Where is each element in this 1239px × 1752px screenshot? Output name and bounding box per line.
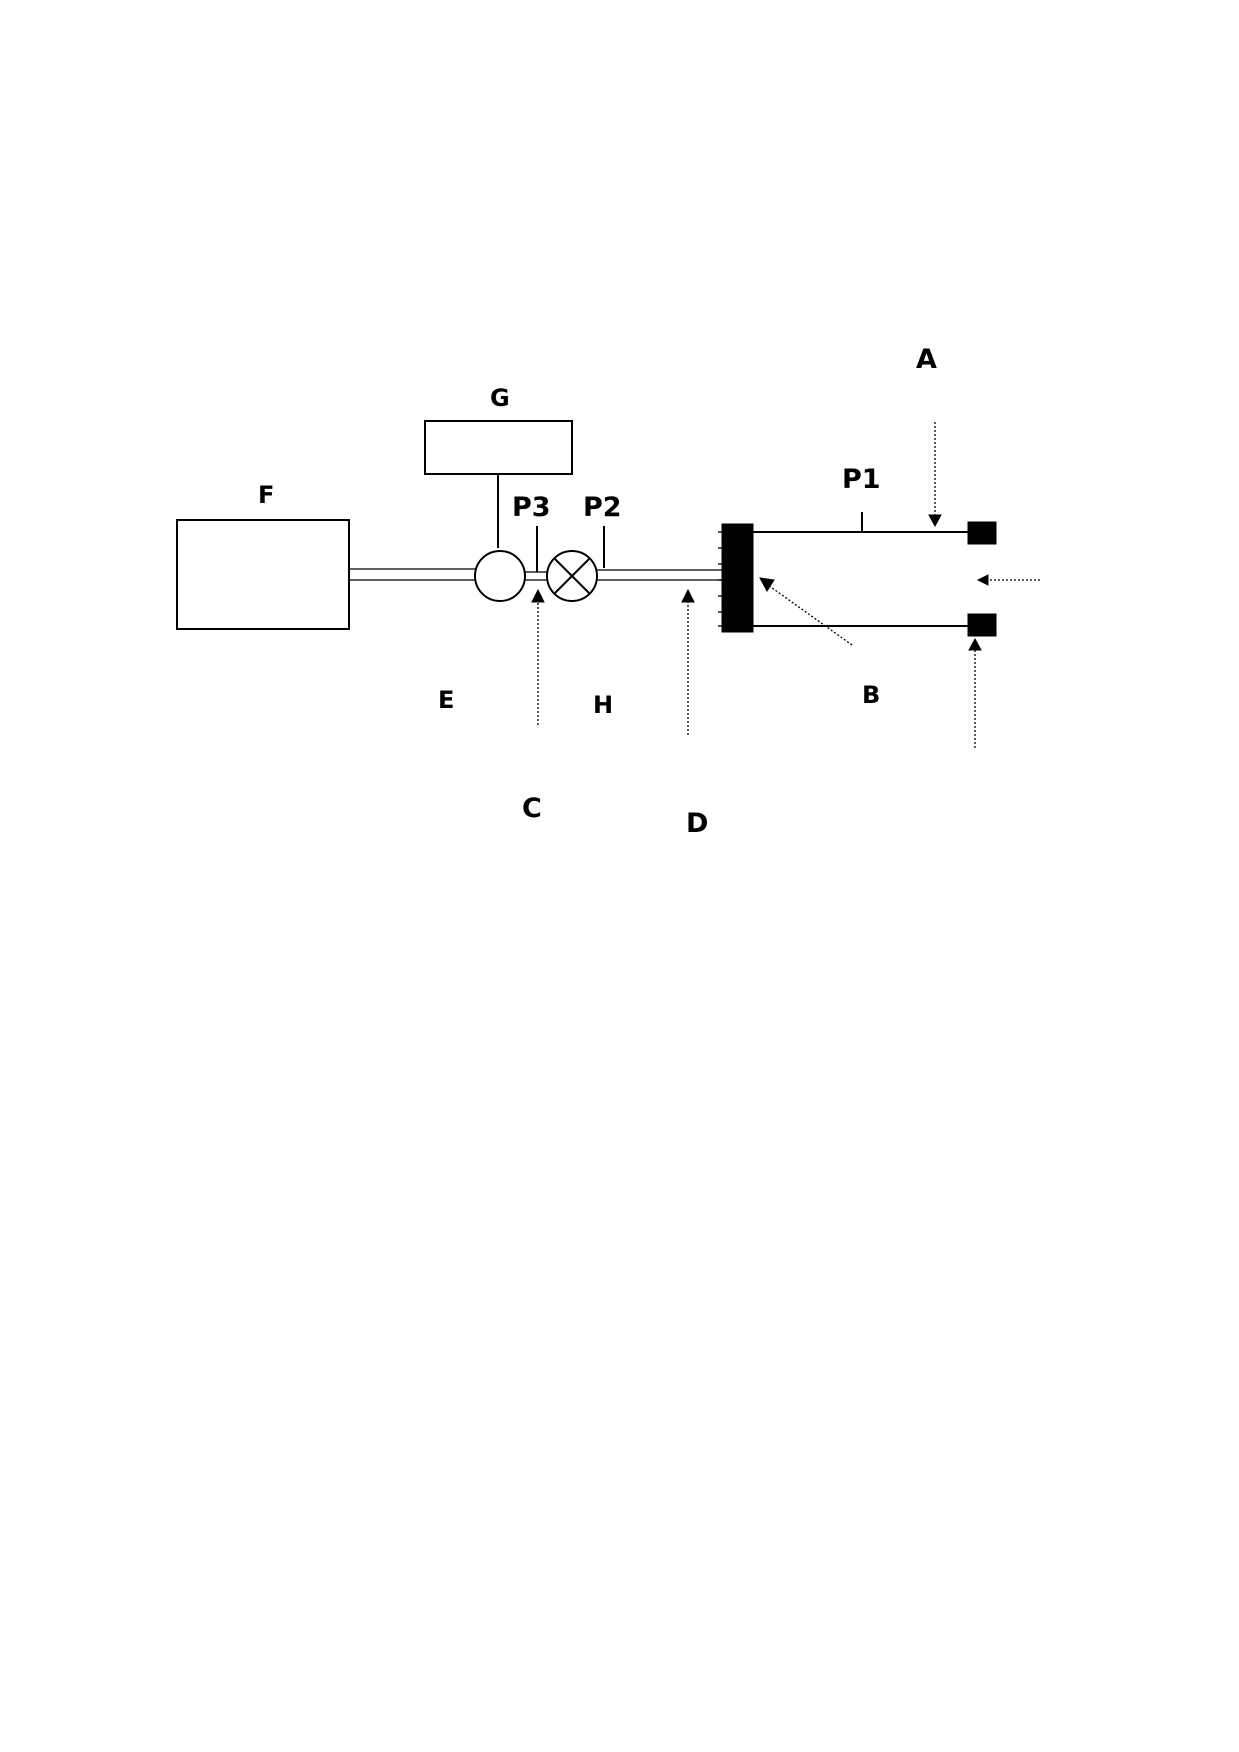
- label-a: A: [916, 344, 937, 375]
- label-c: C: [522, 793, 542, 824]
- label-p2: P2: [583, 492, 622, 523]
- arrow-bottom-block: [968, 637, 982, 748]
- end-plate: [721, 523, 754, 633]
- box-g: [424, 420, 573, 475]
- arrow-a: [928, 422, 942, 528]
- box-f: [176, 519, 350, 630]
- arrow-opening: [976, 574, 1040, 586]
- pipe-valve-to-plate: [597, 569, 722, 581]
- bottom-end-block: [967, 613, 997, 637]
- label-g: G: [490, 384, 510, 412]
- arrow-b: [759, 577, 853, 646]
- label-f: F: [258, 481, 274, 509]
- top-end-block: [967, 521, 997, 545]
- pump-circle: [474, 550, 526, 602]
- valve-symbol: [546, 550, 598, 602]
- label-d: D: [686, 808, 708, 839]
- arrow-c: [531, 588, 545, 725]
- label-h: H: [593, 691, 613, 719]
- label-p3: P3: [512, 492, 551, 523]
- arrow-d: [681, 588, 695, 735]
- label-p1: P1: [842, 464, 881, 495]
- end-plate-ticks: [718, 531, 722, 627]
- pipe-pump-to-valve: [525, 571, 547, 581]
- label-b: B: [862, 681, 880, 709]
- label-e: E: [438, 686, 454, 714]
- pipe-f-to-pump: [349, 568, 476, 581]
